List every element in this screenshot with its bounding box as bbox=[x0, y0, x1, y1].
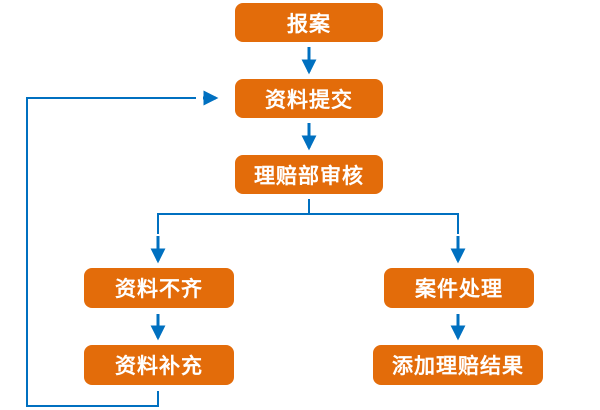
edge-review-to-branch bbox=[157, 199, 310, 234]
node-review: 理赔部审核 bbox=[235, 155, 383, 194]
node-supplement: 资料补充 bbox=[84, 345, 234, 385]
node-submit: 资料提交 bbox=[235, 79, 383, 118]
node-report: 报案 bbox=[235, 3, 383, 42]
edge-branch-right bbox=[309, 213, 459, 234]
edge-supplement-loop-back bbox=[26, 97, 196, 407]
node-result: 添加理赔结果 bbox=[373, 345, 543, 385]
node-incomplete: 资料不齐 bbox=[84, 268, 234, 308]
node-process: 案件处理 bbox=[384, 268, 534, 308]
